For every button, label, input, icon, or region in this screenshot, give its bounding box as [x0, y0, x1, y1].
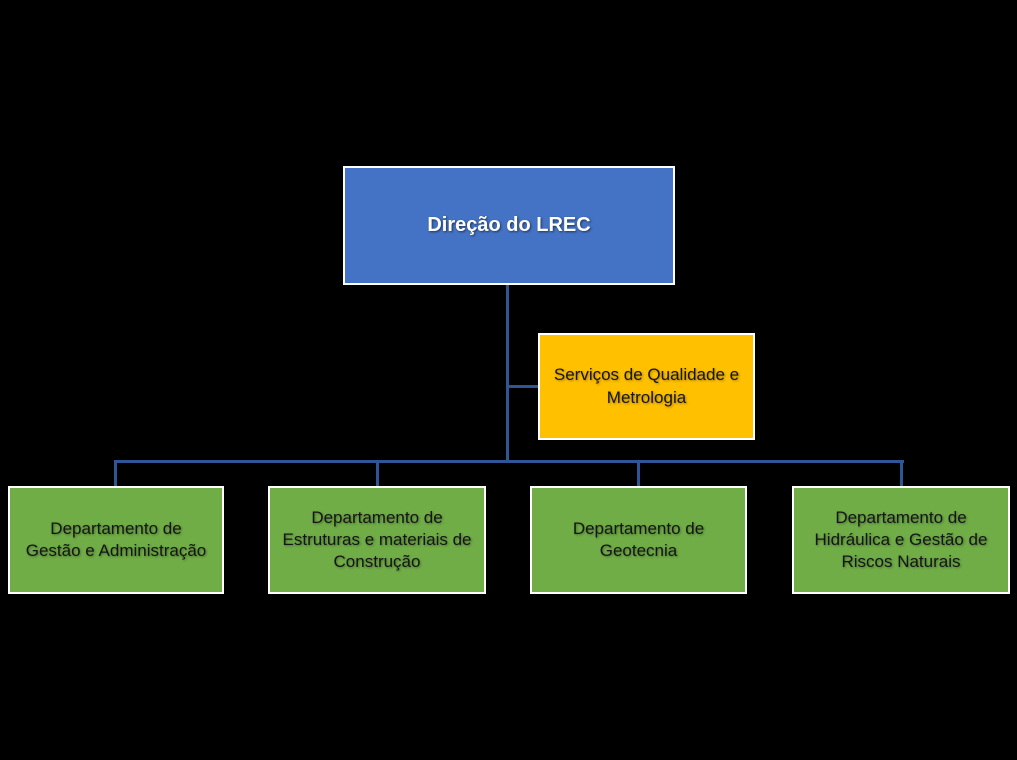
- connector-drop-4: [900, 460, 903, 488]
- connector-drop-2: [376, 460, 379, 488]
- quality-metrology-node-label: Serviços de Qualidade e Metrologia: [553, 365, 740, 407]
- department-node-estruturas-construcao: Departamento de Estruturas e materiais d…: [268, 486, 486, 594]
- connector-drop-3: [637, 460, 640, 488]
- connector-staff-stub: [506, 385, 539, 388]
- department-node-label: Departamento de Gestão e Administração: [25, 518, 207, 560]
- quality-metrology-node: Serviços de Qualidade e Metrologia: [538, 333, 755, 440]
- department-node-hidraulica-riscos: Departamento de Hidráulica e Gestão de R…: [792, 486, 1010, 594]
- department-node-label: Departamento de Geotecnia: [572, 518, 705, 560]
- connector-drop-1: [114, 460, 117, 488]
- connector-rail: [114, 460, 904, 463]
- department-node-gestao-administracao: Departamento de Gestão e Administração: [8, 486, 224, 594]
- connector-root-stem: [506, 285, 509, 462]
- department-node-label: Departamento de Hidráulica e Gestão de R…: [814, 507, 988, 572]
- department-node-geotecnia: Departamento de Geotecnia: [530, 486, 747, 594]
- root-node: Direção do LREC: [343, 166, 675, 285]
- root-node-label: Direção do LREC: [427, 214, 591, 236]
- department-node-label: Departamento de Estruturas e materiais d…: [282, 507, 472, 572]
